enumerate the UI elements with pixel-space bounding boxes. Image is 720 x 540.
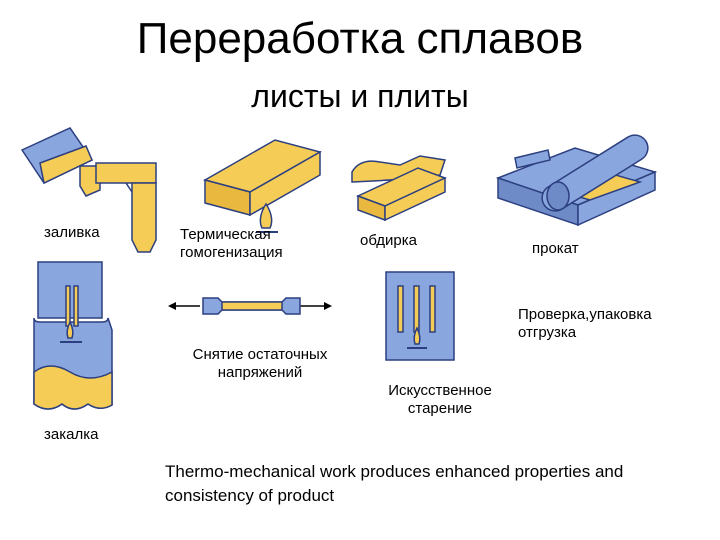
step-homogenization-line2: гомогенизация <box>180 244 283 261</box>
homogenization-illustration <box>203 139 322 233</box>
step-aging-line1: Искусственное <box>388 382 492 399</box>
step-stress-relief-line1: Снятие остаточных <box>192 346 328 363</box>
aging-illustration <box>385 271 455 361</box>
step-rolling: прокат <box>532 240 579 257</box>
step-inspection-line1: Проверка,упаковка <box>518 306 652 323</box>
stress-relief-illustration <box>168 297 332 315</box>
step-inspection-line2: отгрузка <box>518 324 577 341</box>
step-scalping: обдирка <box>360 232 417 249</box>
quenching-illustration <box>33 261 113 410</box>
rolling-illustration <box>495 134 658 227</box>
casting-illustration <box>20 127 157 253</box>
slide-title: Переработка сплавов <box>136 14 584 63</box>
slide-subtitle: листы и плиты <box>251 78 469 114</box>
scalping-illustration <box>351 155 447 222</box>
step-casting: заливка <box>44 224 100 241</box>
footer-note: Thermo-mechanical work produces enhanced… <box>165 462 624 505</box>
step-homogenization-line1: Термическая <box>180 226 271 243</box>
step-stress-relief-line2: напряжений <box>217 364 303 381</box>
step-aging-line2: старение <box>407 400 473 417</box>
step-quenching: закалка <box>44 426 99 443</box>
